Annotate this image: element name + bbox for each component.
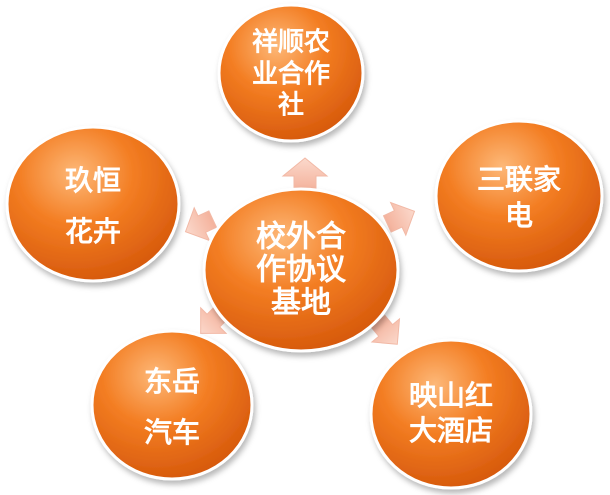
node-right-bottom-line-2: 大酒店	[409, 414, 493, 447]
node-left-top-line-1: 玖恒	[65, 164, 121, 197]
node-left-bottom: 东岳 汽车	[90, 329, 254, 481]
node-top: 祥顺农 业合作 社	[217, 3, 365, 143]
node-top-line-3: 社	[278, 90, 304, 121]
node-top-line-2: 业合作	[252, 59, 330, 90]
arrow-right-top	[382, 201, 416, 237]
arrow-up	[281, 157, 329, 191]
center-line-3: 基地	[271, 286, 331, 321]
nodes: 祥顺农 业合作 社 三联家 电 玖恒 花卉 东岳 汽车 映山红 大酒店 校外合	[5, 3, 604, 490]
node-right-bottom-line-1: 映山红	[409, 379, 493, 412]
node-right-bottom: 映山红 大酒店	[369, 338, 533, 490]
node-top-line-1: 祥顺农	[252, 28, 330, 58]
node-left-top-line-2: 花卉	[65, 215, 121, 248]
center-line-1: 校外合	[256, 220, 346, 255]
node-right-top-line-2: 电	[505, 199, 533, 232]
arrows	[184, 157, 416, 345]
arrow-left-top	[184, 206, 218, 242]
node-center: 校外合 作协议 基地	[202, 187, 400, 353]
node-left-top: 玖恒 花卉	[5, 125, 181, 283]
center-line-2: 作协议	[256, 253, 347, 288]
node-right-top: 三联家 电	[434, 119, 604, 273]
node-right-top-line-1: 三联家	[477, 163, 561, 196]
node-left-bottom-line-2: 汽车	[144, 416, 200, 449]
node-left-bottom-line-1: 东岳	[144, 365, 200, 398]
